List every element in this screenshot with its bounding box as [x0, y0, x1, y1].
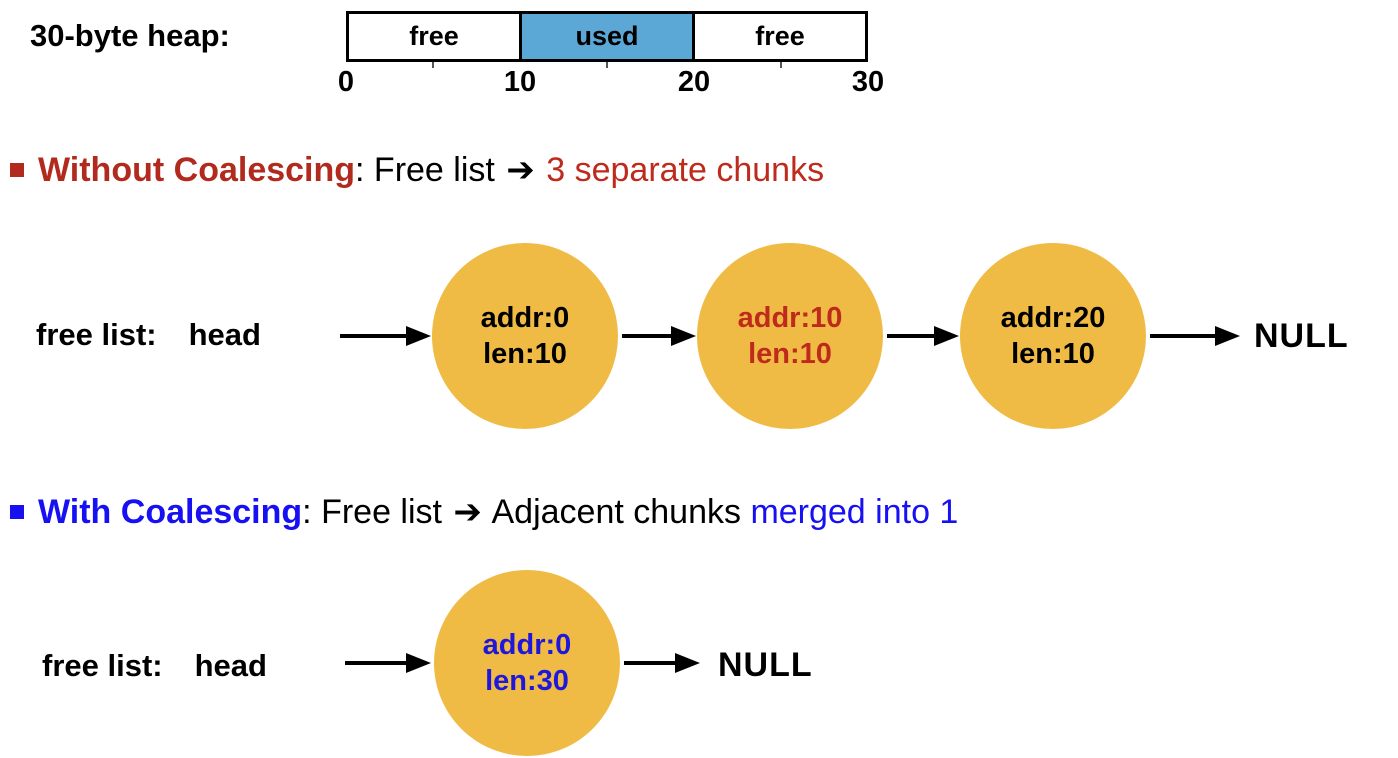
list-node-addr0-merged: addr:0 len:30	[434, 570, 620, 756]
free-list-diagram-with: free list: head addr:0 len:30 NULL	[0, 570, 1398, 758]
null-terminator: NULL	[1254, 317, 1349, 355]
heading-mid-text: : Free list	[355, 150, 505, 189]
heap-bar: free used free	[346, 11, 868, 62]
heap-tick-30: 30	[851, 66, 885, 98]
node-addr: addr:0	[480, 302, 570, 334]
free-list-label: free list: head	[42, 648, 267, 684]
free-list-label: free list: head	[36, 317, 261, 353]
node-addr: addr:10	[737, 302, 843, 334]
node-len: len:10	[748, 338, 832, 370]
link-arrows	[340, 326, 1240, 346]
heap-tick-10: 10	[503, 66, 537, 98]
free-list-text: free list:	[42, 648, 163, 683]
heap-segment-free-1: free	[349, 14, 522, 59]
heading-accent: 3 separate chunks	[546, 150, 825, 189]
heap-tick-0: 0	[337, 66, 355, 98]
minor-tick	[606, 62, 608, 68]
list-node-addr10: addr:10 len:10	[697, 243, 883, 429]
heap-segment-free-2: free	[755, 21, 805, 51]
head-pointer-label: head	[194, 648, 267, 683]
heading-tail-plain: Adjacent chunks	[483, 492, 751, 531]
link-arrows	[345, 653, 700, 673]
heading-tail-plain	[537, 151, 546, 190]
bullet-square-icon	[10, 505, 24, 519]
heading-title: Without Coalescing	[38, 150, 356, 189]
free-list-text: free list:	[36, 317, 157, 352]
heap-segment-used: used	[522, 14, 695, 59]
heading-without-coalescing: Without Coalescing: Free list ➔ 3 separa…	[10, 150, 824, 190]
heading-accent: merged into 1	[750, 492, 959, 531]
right-arrow-icon: ➔	[506, 151, 535, 189]
list-node-addr0: addr:0 len:10	[432, 243, 618, 429]
head-pointer-label: head	[188, 317, 261, 352]
node-addr: addr:0	[482, 629, 572, 661]
minor-tick	[432, 62, 434, 68]
heading-mid-text: : Free list	[302, 492, 452, 531]
null-terminator: NULL	[718, 646, 813, 684]
list-node-addr20: addr:20 len:10	[960, 243, 1146, 429]
heading-with-coalescing: With Coalescing: Free list ➔ Adjacent ch…	[10, 492, 958, 532]
heap-tick-20: 20	[677, 66, 711, 98]
heading-title: With Coalescing	[38, 492, 303, 531]
minor-tick	[780, 62, 782, 68]
free-list-diagram-without: free list: head addr:0 len:10 addr:10 len…	[0, 243, 1398, 433]
right-arrow-icon: ➔	[453, 493, 482, 531]
heap-title: 30-byte heap:	[30, 18, 230, 53]
node-len: len:10	[483, 338, 567, 370]
node-addr: addr:20	[1000, 302, 1106, 334]
node-len: len:30	[485, 665, 569, 697]
node-len: len:10	[1011, 338, 1095, 370]
bullet-square-icon	[10, 163, 24, 177]
